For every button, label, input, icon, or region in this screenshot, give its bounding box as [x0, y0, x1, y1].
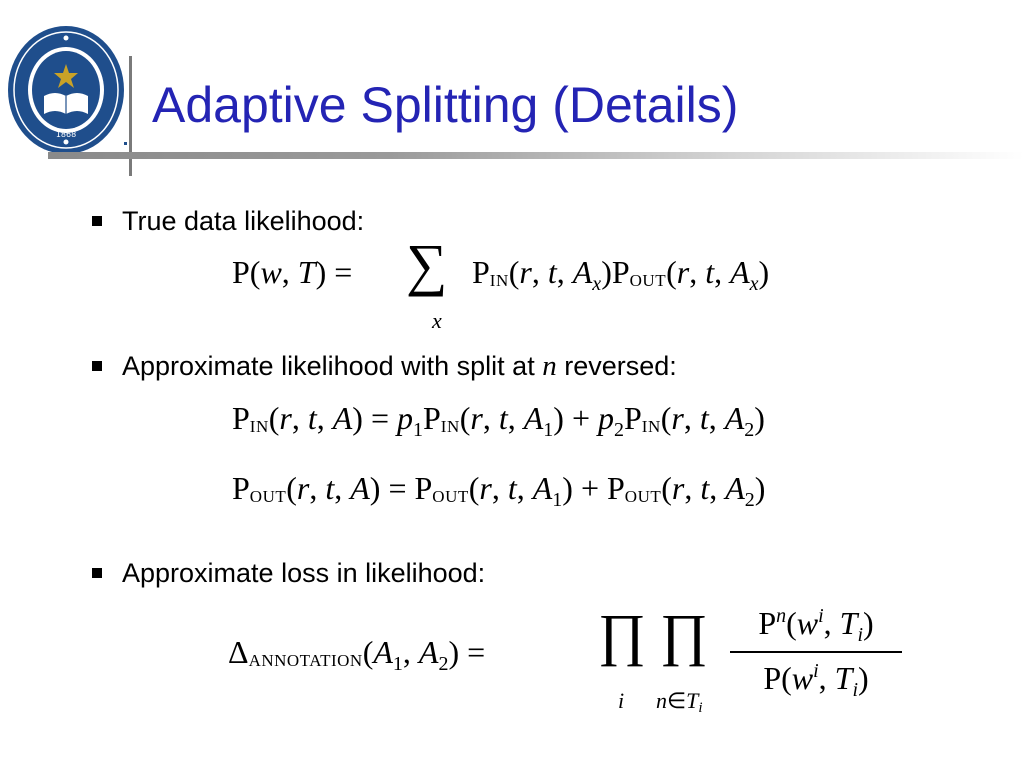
bullet-variable: n	[542, 350, 557, 382]
bullet-item: True data likelihood:	[92, 208, 364, 235]
seal-graphic: 1868	[8, 26, 127, 154]
product-symbol-n: ∏	[660, 602, 708, 667]
uc-seal-icon: 1868	[6, 24, 128, 156]
bullet-text-before: Approximate likelihood with split at	[122, 351, 543, 381]
fraction-numerator: Pn(wi, Ti)	[758, 605, 874, 646]
bullet-text: Approximate loss in likelihood:	[122, 558, 486, 588]
bullet-text: True data likelihood:	[122, 206, 365, 236]
fraction: Pn(wi, Ti) P(wi, Ti)	[730, 606, 902, 700]
eq1-rhs: PIN(r, t, Ax)POUT(r, t, Ax)	[472, 254, 770, 295]
eq1-lhs: P(w, T) =	[232, 254, 353, 290]
product-symbol-i: ∏	[598, 602, 646, 667]
eq4-lhs: ΔANNOTATION(A1, A2) =	[228, 634, 486, 675]
header-vertical-rule	[129, 56, 132, 176]
bullet-square-icon	[92, 568, 102, 578]
equation-p-out: POUT(r, t, A) = POUT(r, t, A1) + POUT(r,…	[232, 470, 766, 511]
equation-p-in: PIN(r, t, A) = p1PIN(r, t, A1) + p2PIN(r…	[232, 400, 765, 441]
bullet-item: Approximate loss in likelihood:	[92, 560, 485, 587]
bullet-item: Approximate likelihood with split at n r…	[92, 352, 677, 381]
bullet-square-icon	[92, 216, 102, 226]
product-index-i: i	[618, 688, 625, 713]
seal-year: 1868	[56, 130, 76, 139]
fraction-bar	[730, 651, 902, 653]
header-horizontal-rule	[48, 152, 1024, 159]
sum-index: x	[432, 308, 442, 333]
product-index-n: n∈Ti	[656, 688, 703, 716]
bullet-text-after: reversed:	[556, 351, 677, 381]
slide-title: Adaptive Splitting (Details)	[152, 77, 739, 133]
fraction-denominator: P(wi, Ti)	[763, 660, 869, 701]
bullet-square-icon	[92, 361, 102, 371]
sum-symbol: ∑	[406, 232, 448, 297]
equation-annotation-loss: ΔANNOTATION(A1, A2) = ∏ i ∏ n∈Ti Pn(wi, …	[228, 606, 928, 716]
equation-true-likelihood: P(w, T) = ∑ x PIN(r, t, Ax)POUT(r, t, Ax…	[232, 236, 892, 336]
